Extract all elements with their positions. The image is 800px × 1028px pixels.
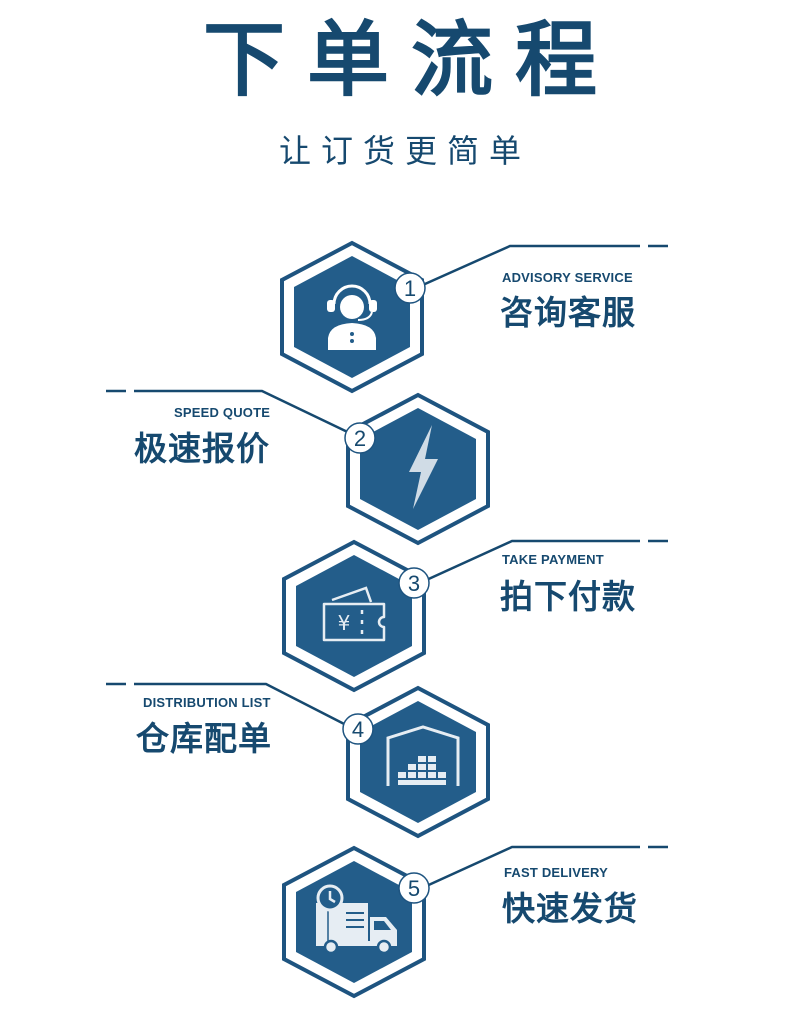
step-1: 1: [280, 240, 668, 394]
step-1-number-badge: [394, 272, 426, 304]
step-1-english-label: ADVISORY SERVICE: [502, 270, 633, 285]
step-4-english-label: DISTRIBUTION LIST: [143, 695, 271, 710]
customer-service-icon: [327, 284, 377, 350]
svg-text:¥: ¥: [338, 611, 351, 635]
step-2-chinese-label: 极速报价: [134, 429, 270, 468]
step-2-number-badge: [344, 422, 376, 454]
step-2-english-label: SPEED QUOTE: [174, 405, 271, 420]
step-3-english-label: TAKE PAYMENT: [502, 552, 604, 567]
step-1-number: 1: [404, 276, 416, 301]
step-3-number: 3: [408, 571, 420, 596]
lightning-icon: [409, 425, 438, 509]
page-title: 下单流程: [202, 13, 619, 108]
step-3-number-badge: [398, 567, 430, 599]
step-4-number-badge: [342, 713, 374, 745]
step-5-connector-line: [421, 845, 640, 890]
step-3-hex: [296, 555, 412, 677]
step-1-chinese-label: 咨询客服: [500, 293, 636, 332]
step-5-chinese-label: 快速发货: [502, 889, 638, 928]
step-5-english-label: FAST DELIVERY: [504, 865, 608, 880]
step-2: 2: [106, 389, 490, 546]
step-2-connector-line: [134, 389, 359, 439]
step-1-connector-line: [415, 244, 640, 290]
step-4-number: 4: [352, 717, 364, 742]
step-3-connector-line: [421, 539, 640, 584]
step-5: 5: [282, 845, 668, 999]
wallet-yen-icon: ¥: [322, 586, 386, 642]
step-4-chinese-label: 仓库配单: [136, 719, 272, 758]
warehouse-icon: [386, 725, 460, 786]
step-3: ¥ 3: [282, 539, 668, 693]
page-subtitle: 让订货更简单: [278, 132, 531, 170]
delivery-truck-icon: [316, 884, 397, 955]
step-5-number: 5: [408, 876, 420, 901]
step-5-number-badge: [398, 872, 430, 904]
step-3-chinese-label: 拍下付款: [500, 577, 636, 616]
step-4: 4: [106, 682, 490, 839]
step-4-connector-line: [134, 682, 353, 730]
step-2-number: 2: [354, 426, 366, 451]
